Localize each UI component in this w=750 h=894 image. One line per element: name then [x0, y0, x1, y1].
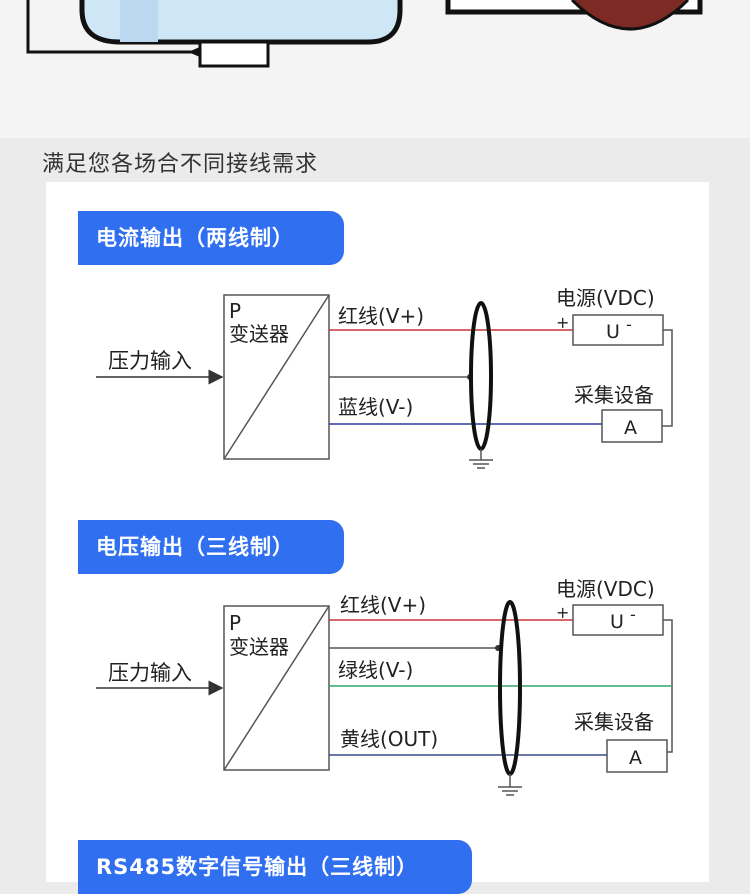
device-a-2: A — [629, 747, 642, 769]
device-box-2 — [606, 739, 668, 773]
wire-label-yellow: 黄线(OUT) — [340, 727, 438, 751]
transmitter-diagonal — [223, 294, 330, 460]
device-box — [601, 409, 663, 443]
wire-label-red-2: 红线(V+) — [340, 593, 426, 617]
power-plus-2: + — [556, 603, 569, 622]
power-box — [572, 314, 664, 346]
red-dial — [570, 0, 690, 31]
diagram-voltage-three-wire: 压力输入 P 变送器 红线(V+) 绿线(V-) 黄线(OUT) 电源(VDC)… — [96, 577, 673, 796]
power-u: U — [606, 321, 620, 343]
power-label: 电源(VDC) — [556, 286, 655, 310]
transmitter-label-2: 变送器 — [229, 635, 289, 659]
power-box-2 — [572, 604, 664, 636]
power-plus: + — [556, 313, 569, 332]
shield-ellipse-2 — [498, 600, 522, 776]
section-title-current: 电流输出（两线制） — [78, 211, 344, 265]
device-a: A — [624, 417, 637, 439]
transmitter-p: P — [229, 299, 241, 323]
input-label-2: 压力输入 — [108, 661, 192, 685]
wiring-diagrams: 压力输入 P 变送器 红线(V+) 蓝线(V-) 电源(VDC) U - + 采… — [96, 286, 673, 796]
wire-label-red: 红线(V+) — [338, 304, 424, 328]
device-label-2: 采集设备 — [574, 710, 654, 734]
loop-connection — [662, 329, 673, 427]
power-u-2: U — [610, 611, 624, 633]
section-title-voltage: 电压输出（三线制） — [78, 520, 344, 574]
top-illustration — [26, 0, 703, 68]
page-subtitle: 满足您各场合不同接线需求 — [42, 152, 319, 177]
diagram-current-two-wire: 压力输入 P 变送器 红线(V+) 蓝线(V-) 电源(VDC) U - + 采… — [96, 286, 673, 469]
capsule-shade — [120, 0, 158, 42]
transmitter-label: 变送器 — [229, 322, 289, 346]
power-minus: - — [626, 315, 632, 334]
transmitter-p-2: P — [229, 611, 241, 635]
loop-connection-2 — [663, 619, 673, 753]
wire-label-green: 绿线(V-) — [338, 658, 413, 682]
input-label: 压力输入 — [108, 349, 192, 373]
shield-ellipse — [469, 301, 493, 451]
wire-label-blue: 蓝线(V-) — [338, 395, 413, 419]
arrow-left-icon — [188, 47, 200, 57]
device-label: 采集设备 — [574, 383, 654, 407]
transmitter-diagonal-2 — [223, 605, 330, 771]
power-label-2: 电源(VDC) — [556, 577, 655, 601]
power-minus-2: - — [630, 605, 636, 624]
top-image-strip — [0, 0, 750, 138]
